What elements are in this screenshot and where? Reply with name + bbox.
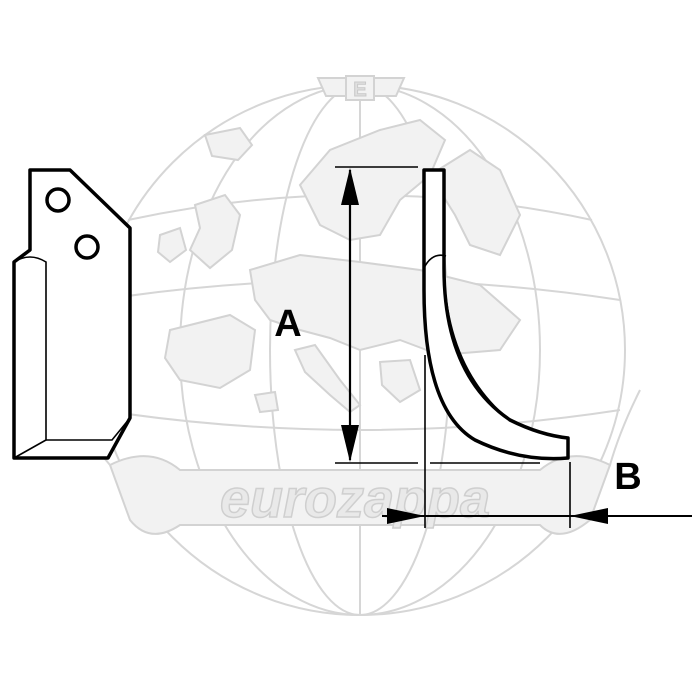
- arrowhead-down-icon: [341, 425, 359, 462]
- brand-text: eurozappa: [220, 469, 490, 529]
- dimension-a: A: [274, 166, 418, 464]
- dimension-b: B: [382, 355, 692, 528]
- emblem-letter: E: [353, 79, 366, 101]
- blade-front-view: [12, 168, 132, 460]
- arrowhead-right-icon: [387, 508, 425, 524]
- mounting-hole-lower: [74, 234, 100, 260]
- arrowhead-up-icon: [341, 168, 359, 205]
- mounting-hole-upper: [45, 187, 71, 213]
- logo-emblem: E: [316, 75, 406, 102]
- arrowhead-left-icon: [570, 508, 608, 524]
- dimension-label-b: B: [614, 456, 641, 498]
- brand-banner: eurozappa: [59, 389, 641, 535]
- dimension-label-a: A: [274, 303, 301, 345]
- blade-side-view: [422, 168, 570, 461]
- watermark: E eurozappa: [59, 75, 641, 616]
